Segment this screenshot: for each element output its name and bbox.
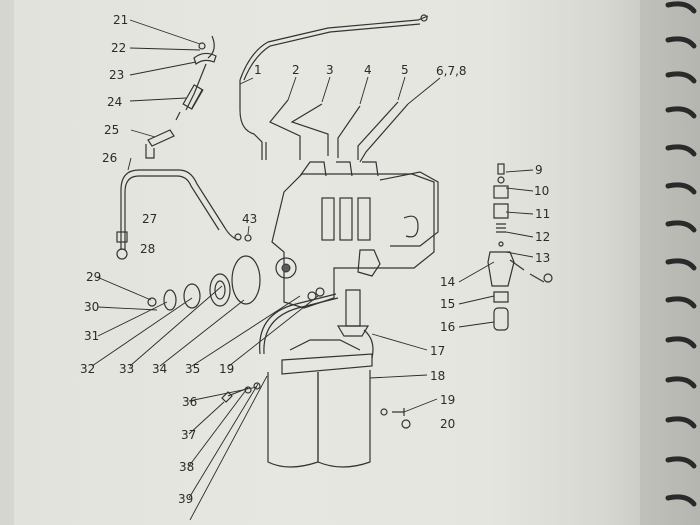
label-12: 12 xyxy=(535,230,550,244)
label-28: 28 xyxy=(140,242,155,256)
spiral-binding xyxy=(665,1,697,507)
label-15: 15 xyxy=(440,297,455,311)
label-25: 25 xyxy=(104,123,119,137)
label-24: 24 xyxy=(107,95,122,109)
label-18: 18 xyxy=(430,369,445,383)
label-1: 1 xyxy=(254,63,262,77)
label-21: 21 xyxy=(113,13,128,27)
injector-pipes xyxy=(239,14,429,163)
seals-and-gaskets xyxy=(147,255,325,311)
label-33: 33 xyxy=(119,362,134,376)
clamp-bracket xyxy=(145,129,175,159)
label-23: 23 xyxy=(109,68,124,82)
label-19-left: 19 xyxy=(219,362,234,376)
label-5: 5 xyxy=(401,63,409,77)
label-32: 32 xyxy=(80,362,95,376)
bolts xyxy=(221,382,411,429)
label-31: 31 xyxy=(84,329,99,343)
label-2: 2 xyxy=(292,63,300,77)
label-29: 29 xyxy=(86,270,101,284)
label-27: 27 xyxy=(142,212,157,226)
part-number-labels: 21 22 23 24 25 26 27 28 43 1 2 3 4 5 6,7… xyxy=(80,13,550,506)
label-34: 34 xyxy=(152,362,167,376)
label-13: 13 xyxy=(535,251,550,265)
label-3: 3 xyxy=(326,63,334,77)
label-19-right: 19 xyxy=(440,393,455,407)
label-6-7-8: 6,7,8 xyxy=(436,64,467,78)
label-38: 38 xyxy=(179,460,194,474)
label-16: 16 xyxy=(440,320,455,334)
label-35: 35 xyxy=(185,362,200,376)
label-14: 14 xyxy=(440,275,455,289)
label-36: 36 xyxy=(182,395,197,409)
label-43: 43 xyxy=(242,212,257,226)
label-4: 4 xyxy=(364,63,372,77)
injector-assembly xyxy=(175,35,217,121)
label-17: 17 xyxy=(430,344,445,358)
label-39: 39 xyxy=(178,492,193,506)
leader-lines xyxy=(91,19,534,521)
delivery-valve-assembly xyxy=(487,163,553,331)
label-37: 37 xyxy=(181,428,196,442)
label-22: 22 xyxy=(111,41,126,55)
leak-off-pipe xyxy=(120,169,240,250)
banjo-parts xyxy=(116,231,252,260)
label-26: 26 xyxy=(102,151,117,165)
injection-pump-body xyxy=(271,161,439,309)
fuel-filter-assembly xyxy=(259,289,374,468)
label-30: 30 xyxy=(84,300,99,314)
label-20: 20 xyxy=(440,417,455,431)
label-11: 11 xyxy=(535,207,550,221)
label-9: 9 xyxy=(535,163,543,177)
label-10: 10 xyxy=(534,184,549,198)
